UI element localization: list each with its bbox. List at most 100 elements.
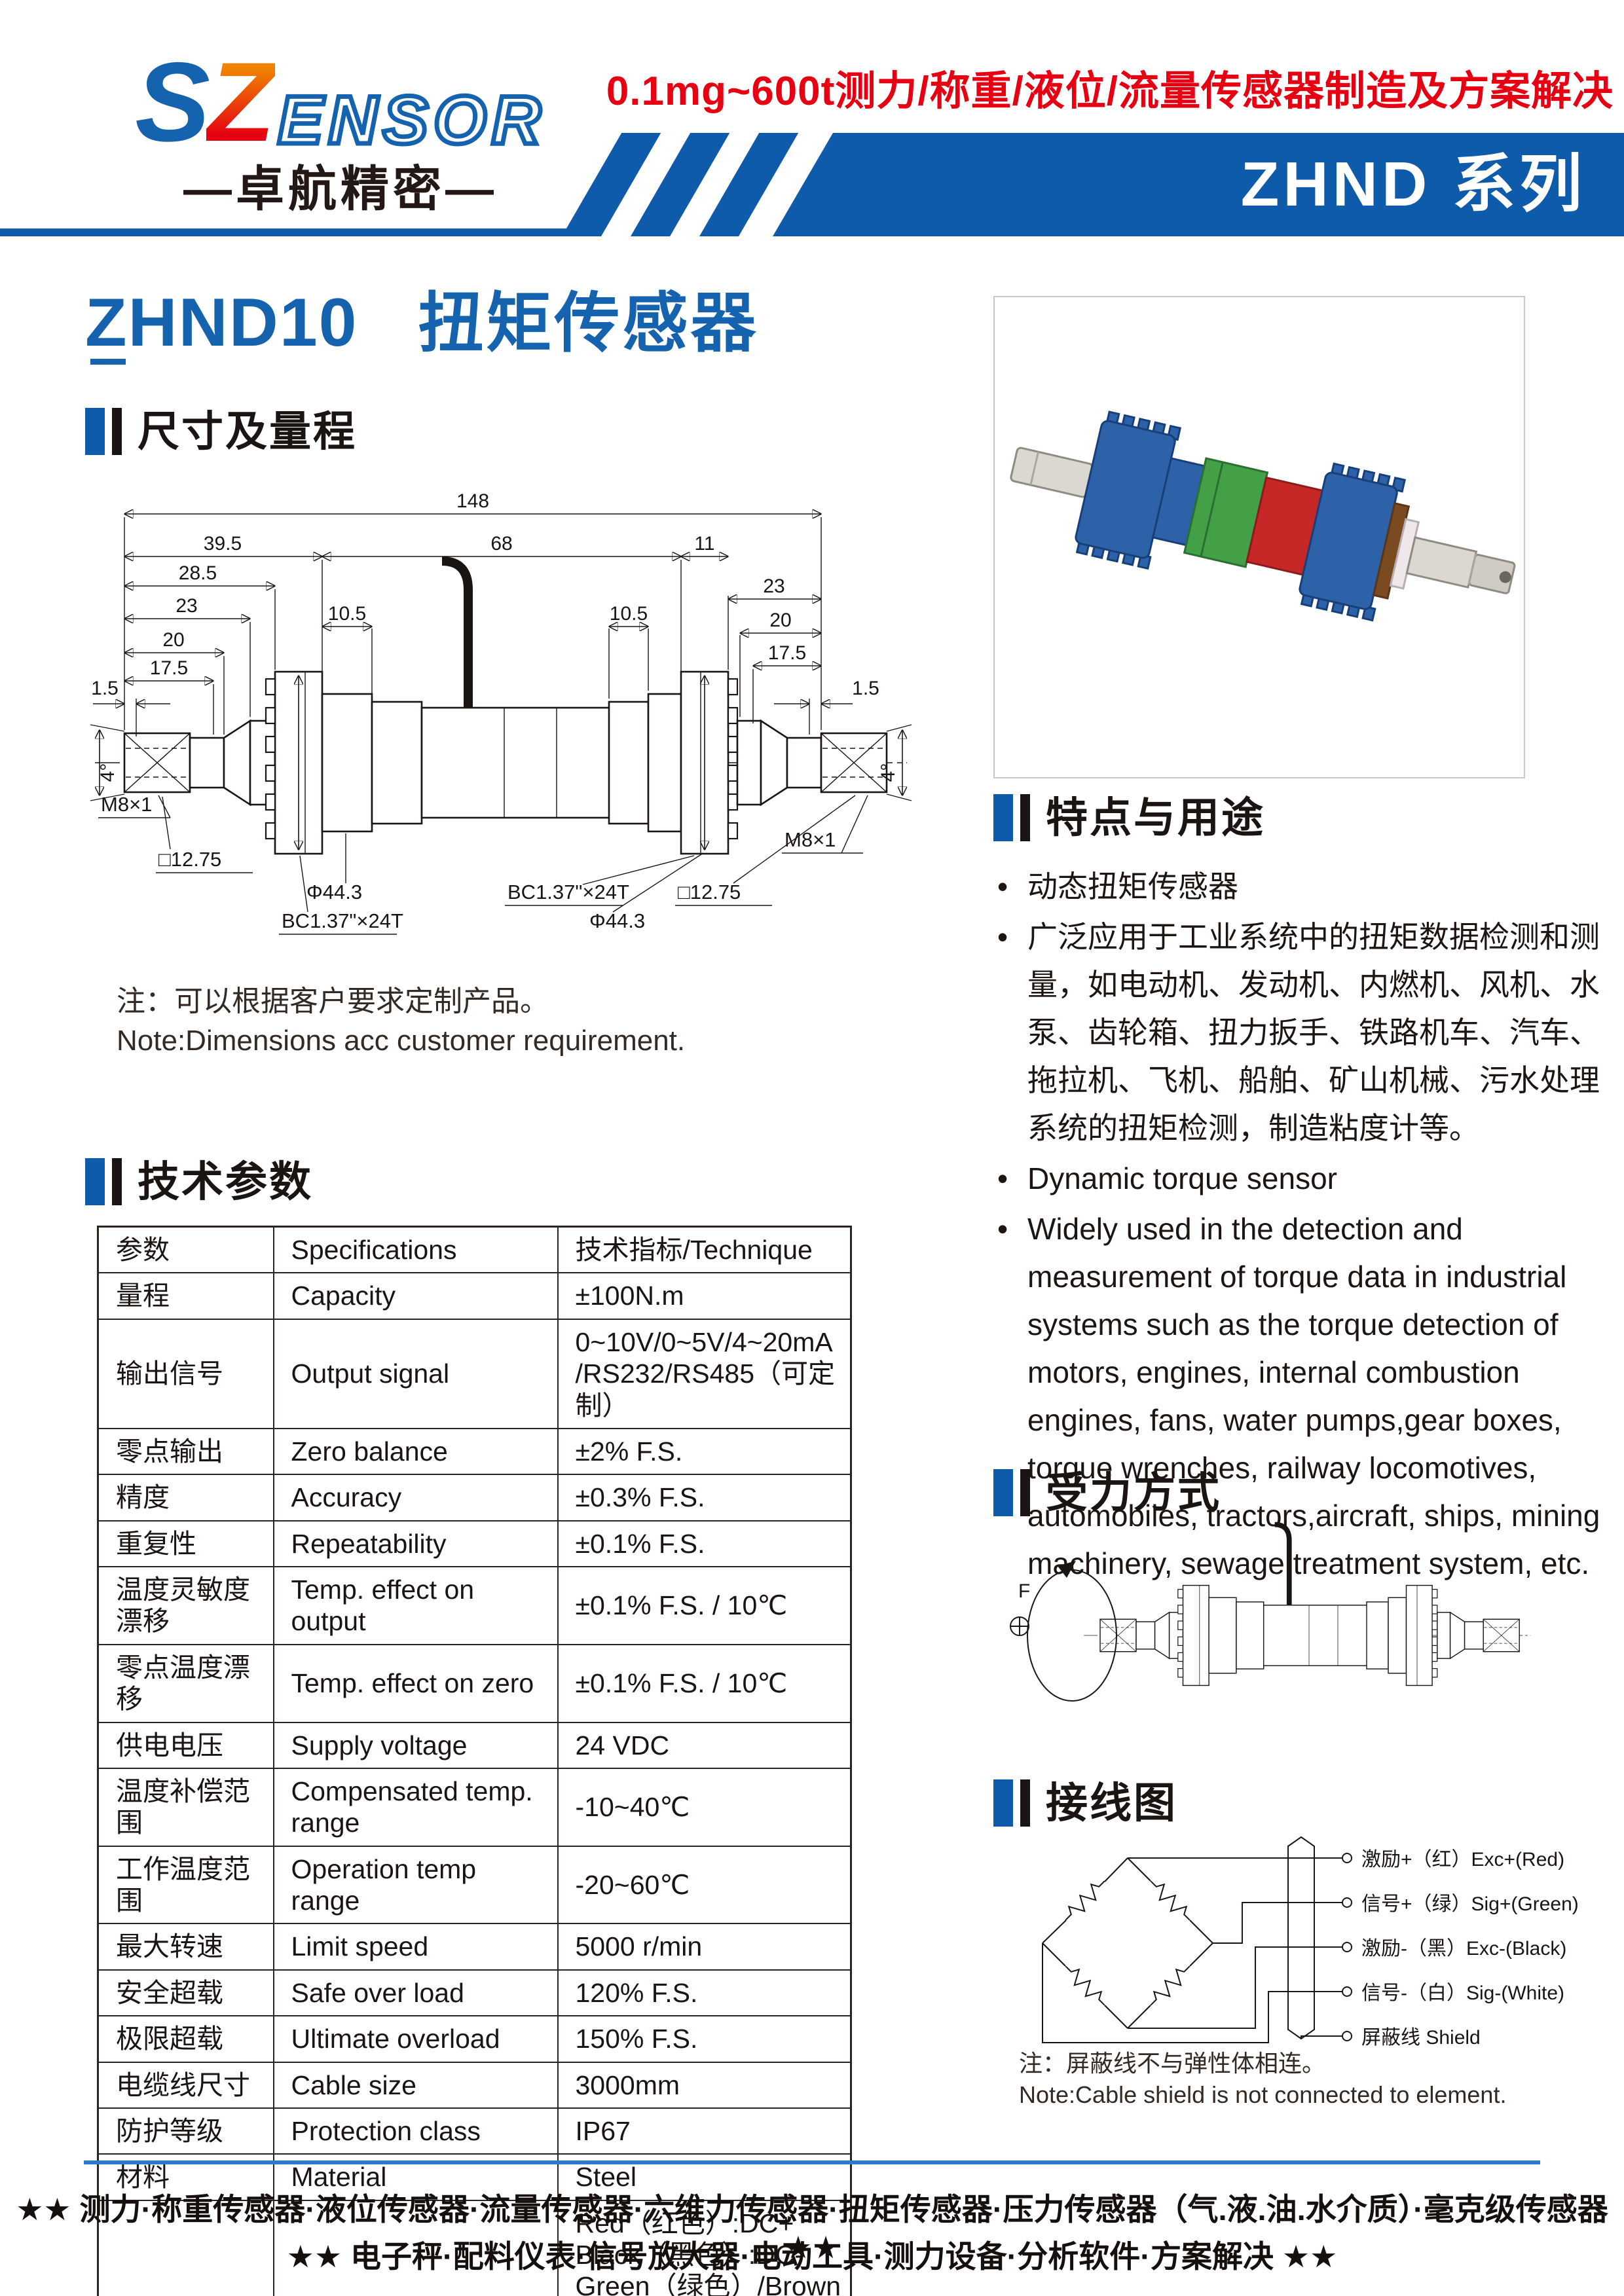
spec-cell: 电缆线尺寸	[97, 2061, 274, 2109]
dim-left-17-5: 17.5	[150, 657, 188, 679]
spec-cell: 3000mm	[557, 2061, 852, 2109]
product-render-svg	[1010, 410, 1516, 622]
header-tagline: 0.1mg~600t测力/称重/液位/流量传感器制造及方案解决	[606, 69, 1614, 114]
drawing-note-cn: 注：可以根据客户要求定制产品。	[117, 985, 549, 1017]
section-wiring: 接线图	[993, 1779, 1177, 1827]
callout-bc-left: BC1.37"×24T	[282, 909, 403, 932]
feature-item: 动态扭矩传感器	[993, 863, 1614, 911]
spec-cell: Temp. effect on output	[272, 1566, 559, 1645]
dim-seg-right: 11	[694, 533, 714, 555]
spec-cell: 零点输出	[97, 1427, 274, 1476]
spec-cell: 120% F.S.	[557, 1969, 852, 2017]
spec-cell: Zero balance	[272, 1427, 559, 1476]
drawing-note: 注：可以根据客户要求定制产品。 Note:Dimensions acc cust…	[117, 982, 685, 1061]
logo-letter-z: Z	[206, 39, 275, 165]
spec-col-header: Specifications	[272, 1226, 559, 1274]
dim-left-1-5: 1.5	[91, 678, 119, 699]
section-marker-blue	[85, 1158, 105, 1205]
spec-cell: ±0.1% F.S. / 10℃	[557, 1643, 852, 1723]
spec-cell: 安全超载	[97, 1969, 274, 2017]
force-diagram-svg: F	[1010, 1520, 1543, 1702]
spec-col-header: 参数	[97, 1226, 274, 1274]
spec-cell: 量程	[97, 1272, 274, 1320]
wiring-diagram-svg: 激励+（红）Exc+(Red) 信号+（绿）Sig+(Green) 激励-（黑）…	[1042, 1836, 1579, 2049]
spec-cell: 温度补偿范围	[97, 1767, 274, 1847]
torque-symbol-icon	[1010, 1616, 1029, 1636]
header-rule	[0, 228, 593, 236]
dim-right-17-5: 17.5	[768, 642, 806, 664]
series-banner: ZHND 系列	[773, 133, 1624, 236]
drawing-note-en: Note:Dimensions acc customer requirement…	[117, 1025, 686, 1057]
spec-cell: ±0.1% F.S. / 10℃	[557, 1566, 852, 1645]
terminal-shield: 屏蔽线 Shield	[1361, 2027, 1481, 2049]
spec-cell: ±0.3% F.S.	[557, 1474, 852, 1522]
spec-cell: Limit speed	[272, 1923, 559, 1971]
dim-inner-right-10-5: 10.5	[610, 603, 648, 625]
wiring-note-cn: 注：屏蔽线不与弹性体相连。	[1019, 2050, 1326, 2077]
section-force: 受力方式	[993, 1468, 1221, 1517]
spec-cell: -20~60℃	[557, 1845, 852, 1925]
feature-item: Dynamic torque sensor	[993, 1155, 1614, 1203]
spec-cell: 防护等级	[97, 2107, 274, 2155]
terminal-sig-plus: 信号+（绿）Sig+(Green)	[1361, 1893, 1579, 1915]
footer-line-1: ★★ 测力·称重传感器·液位传感器·流量传感器·六维力传感器·扭矩传感器·压力传…	[16, 2192, 1608, 2265]
section-marker-black	[1020, 1469, 1030, 1516]
spec-cell: 供电电压	[97, 1721, 274, 1769]
dim-angle-right: 4°	[877, 763, 899, 782]
wiring-terminals: 激励+（红）Exc+(Red) 信号+（绿）Sig+(Green) 激励-（黑）…	[1342, 1849, 1579, 2049]
wiring-diagram: 激励+（红）Exc+(Red) 信号+（绿）Sig+(Green) 激励-（黑）…	[993, 1833, 1612, 2049]
section-force-label: 受力方式	[1046, 1469, 1221, 1516]
spec-cell: 150% F.S.	[557, 2015, 852, 2063]
feature-item: Widely used in the detection and measure…	[993, 1205, 1614, 1588]
spec-cell: Compensated temp. range	[272, 1767, 559, 1847]
dim-left-20: 20	[162, 629, 184, 651]
section-specs-label: 技术参数	[138, 1158, 313, 1205]
terminal-exc-plus: 激励+（红）Exc+(Red)	[1361, 1849, 1564, 1870]
spec-cell: Accuracy	[272, 1474, 559, 1522]
dim-right-1-5: 1.5	[852, 678, 879, 699]
spec-cell: 极限超载	[97, 2015, 274, 2063]
spec-cell: Red（红色）:DC+ Black（黑色）:DC- Green（绿色）/Brow…	[557, 2199, 852, 2296]
callout-diameter-right: Φ44.3	[589, 909, 645, 932]
spec-cell: IP67	[557, 2107, 852, 2155]
spec-cell: Output signal	[272, 1318, 559, 1429]
series-name: ZHND 系列	[1240, 149, 1586, 219]
spec-cell: 精度	[97, 1474, 274, 1522]
callout-diameter-left: Φ44.3	[306, 881, 362, 903]
spec-cell: 24 VDC	[557, 1721, 852, 1769]
product-photo	[993, 296, 1525, 778]
spec-cell: Cable color code	[272, 2199, 559, 2296]
logo-letter-s: S	[135, 39, 210, 165]
logo-subtitle: —卓航精密—	[183, 162, 498, 216]
dim-inner-left-10-5: 10.5	[328, 603, 366, 625]
spec-cell: Safe over load	[272, 1969, 559, 2017]
wiring-note-en: Note:Cable shield is not connected to el…	[1019, 2081, 1507, 2108]
product-name: 扭矩传感器	[418, 287, 759, 360]
spec-col-header: 技术指标/Technique	[557, 1226, 852, 1274]
wiring-note: 注：屏蔽线不与弹性体相连。 Note:Cable shield is not c…	[1019, 2048, 1506, 2111]
callout-thread-right: M8×1	[784, 828, 836, 851]
dim-left-28-5: 28.5	[179, 562, 217, 584]
spec-cell: Cable size	[272, 2061, 559, 2109]
dim-left-23: 23	[175, 595, 197, 617]
section-marker-blue	[993, 794, 1013, 841]
dim-right-23: 23	[763, 575, 784, 597]
section-marker-blue	[85, 408, 105, 455]
spec-cell: 0~10V/0~5V/4~20mA /RS232/RS485（可定制）	[557, 1318, 852, 1429]
callout-square-right: □12.75	[678, 881, 741, 903]
force-label: F	[1018, 1580, 1030, 1602]
dim-right-20: 20	[769, 610, 791, 631]
spec-cell: 5000 r/min	[557, 1923, 852, 1971]
